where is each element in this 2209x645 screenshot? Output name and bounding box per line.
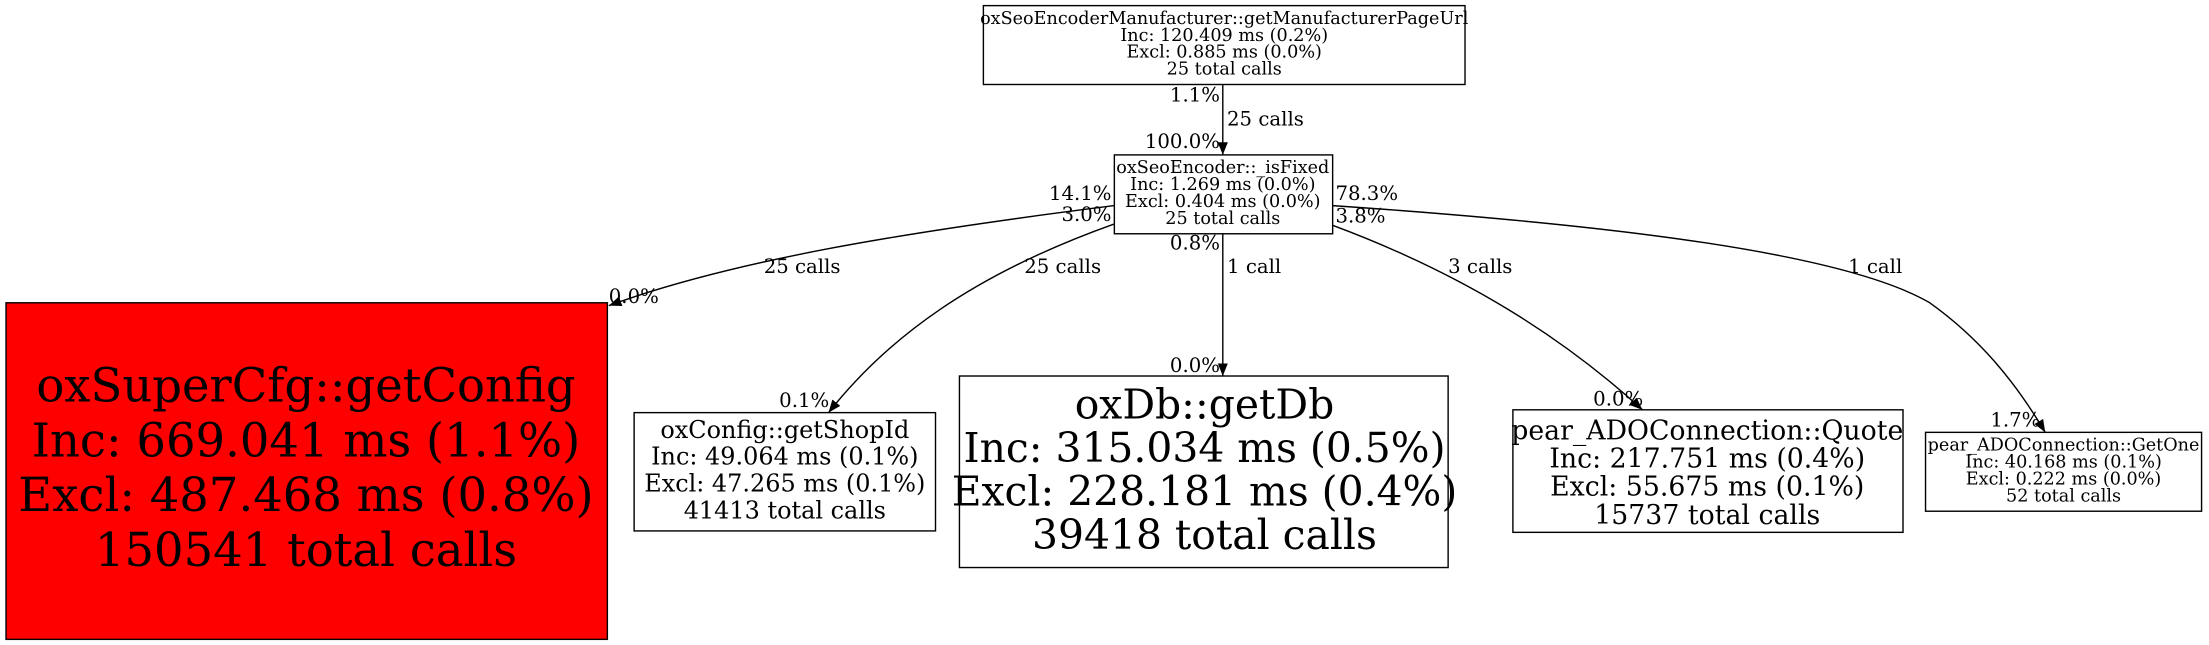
node-excl: Excl: 47.265 ms (0.1%) bbox=[644, 469, 925, 497]
edge-to-pct: 0.0% bbox=[609, 285, 659, 308]
node-inc: Inc: 40.168 ms (0.1%) bbox=[1965, 453, 2162, 473]
node-calls: 41413 total calls bbox=[684, 496, 886, 524]
node-root[interactable]: oxSeoEncoderManufacturer::getManufacture… bbox=[980, 4, 1469, 86]
node-calls: 15737 total calls bbox=[1594, 500, 1820, 531]
node-inc: Inc: 120.409 ms (0.2%) bbox=[1120, 26, 1328, 46]
edge-isfixed-getone: 78.3% 1 call 1.7% bbox=[1332, 182, 2046, 433]
node-name: pear_ADOConnection::GetOne bbox=[1928, 436, 2200, 456]
edge-isfixed-getshopid: 3.0% 25 calls 0.1% bbox=[779, 203, 1115, 414]
edge-calls: 25 calls bbox=[1227, 107, 1304, 130]
edge-from-pct: 0.8% bbox=[1170, 231, 1220, 254]
node-getconfig[interactable]: oxSuperCfg::getConfig Inc: 669.041 ms (1… bbox=[5, 302, 609, 641]
edge-from-pct: 14.1% bbox=[1049, 182, 1112, 205]
edge-calls: 3 calls bbox=[1448, 255, 1512, 278]
node-inc: Inc: 217.751 ms (0.4%) bbox=[1549, 444, 1865, 475]
node-excl: Excl: 0.404 ms (0.0%) bbox=[1125, 192, 1320, 212]
node-excl: Excl: 228.181 ms (0.4%) bbox=[952, 468, 1458, 516]
edge-isfixed-getconfig: 14.1% 25 calls 0.0% bbox=[608, 182, 1115, 308]
node-calls: 25 total calls bbox=[1165, 209, 1280, 229]
node-calls: 150541 total calls bbox=[95, 523, 517, 577]
node-getone[interactable]: pear_ADOConnection::GetOne Inc: 40.168 m… bbox=[1924, 431, 2203, 512]
node-calls: 52 total calls bbox=[2006, 486, 2121, 506]
edge-from-pct: 3.8% bbox=[1335, 205, 1385, 228]
edge-to-pct: 0.1% bbox=[779, 389, 829, 412]
edge-calls: 25 calls bbox=[764, 255, 841, 278]
node-name: oxConfig::getShopId bbox=[660, 416, 909, 444]
node-getdb[interactable]: oxDb::getDb Inc: 315.034 ms (0.5%) Excl:… bbox=[952, 375, 1458, 569]
node-name: oxDb::getDb bbox=[1075, 380, 1335, 428]
edge-isfixed-getdb: 0.8% 1 call 0.0% bbox=[1170, 231, 1281, 377]
node-calls: 39418 total calls bbox=[1032, 511, 1377, 559]
node-name: oxSeoEncoder::_isFixed bbox=[1116, 158, 1329, 178]
node-quote[interactable]: pear_ADOConnection::Quote Inc: 217.751 m… bbox=[1511, 409, 1904, 534]
node-excl: Excl: 0.222 ms (0.0%) bbox=[1966, 469, 2161, 489]
node-isfixed[interactable]: oxSeoEncoder::_isFixed Inc: 1.269 ms (0.… bbox=[1113, 154, 1334, 235]
edge-calls: 1 call bbox=[1227, 255, 1281, 278]
node-inc: Inc: 315.034 ms (0.5%) bbox=[963, 424, 1445, 472]
edge-calls: 1 call bbox=[1848, 255, 1902, 278]
node-excl: Excl: 0.885 ms (0.0%) bbox=[1126, 43, 1321, 63]
node-inc: Inc: 1.269 ms (0.0%) bbox=[1130, 175, 1315, 195]
edge-from-pct: 3.0% bbox=[1061, 203, 1111, 226]
node-inc: Inc: 49.064 ms (0.1%) bbox=[651, 443, 918, 471]
node-name: oxSeoEncoderManufacturer::getManufacture… bbox=[980, 9, 1469, 29]
edge-to-pct: 0.0% bbox=[1593, 388, 1643, 411]
node-inc: Inc: 669.041 ms (1.1%) bbox=[32, 413, 581, 467]
node-getshopid[interactable]: oxConfig::getShopId Inc: 49.064 ms (0.1%… bbox=[633, 411, 937, 532]
edge-calls: 25 calls bbox=[1024, 255, 1101, 278]
node-calls: 25 total calls bbox=[1167, 60, 1282, 80]
edge-root-isfixed: 1.1% 25 calls 100.0% bbox=[1145, 83, 1304, 155]
node-name: pear_ADOConnection::Quote bbox=[1511, 415, 1903, 446]
edge-to-pct: 100.0% bbox=[1145, 130, 1220, 153]
edge-to-pct: 0.0% bbox=[1170, 354, 1220, 377]
node-name: oxSuperCfg::getConfig bbox=[36, 358, 575, 412]
node-excl: Excl: 487.468 ms (0.8%) bbox=[18, 468, 593, 522]
edge-isfixed-quote: 3.8% 3 calls 0.0% bbox=[1332, 205, 1643, 411]
edge-from-pct: 78.3% bbox=[1335, 182, 1398, 205]
node-excl: Excl: 55.675 ms (0.1%) bbox=[1550, 472, 1864, 503]
edge-to-pct: 1.7% bbox=[1990, 409, 2040, 432]
edge-from-pct: 1.1% bbox=[1170, 83, 1220, 106]
